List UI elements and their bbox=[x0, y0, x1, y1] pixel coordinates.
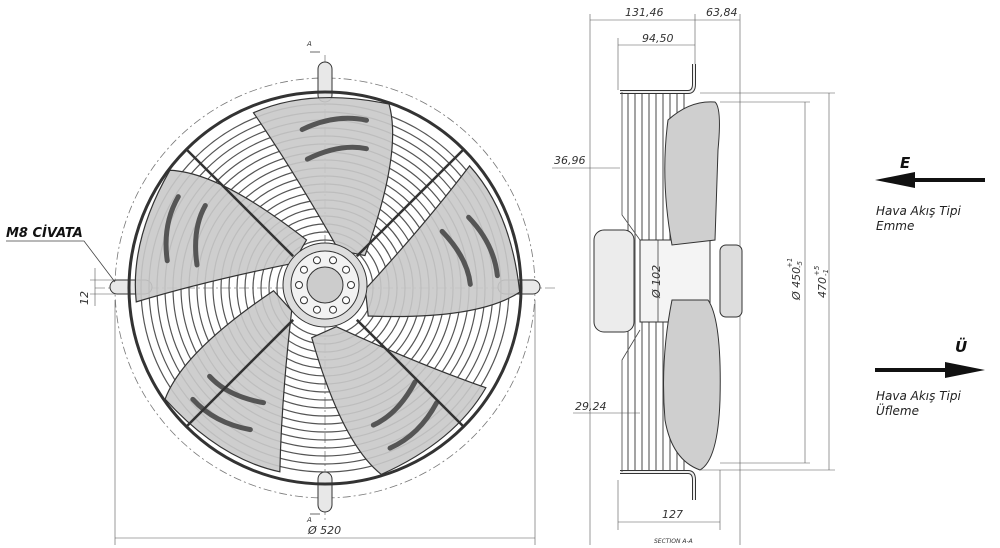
left-arrow-icon bbox=[875, 172, 985, 188]
hub-hole bbox=[299, 296, 308, 305]
suction-label-line2: Emme bbox=[876, 219, 914, 233]
fan-blade bbox=[311, 326, 487, 476]
hub-hole bbox=[342, 296, 351, 305]
hub-hole bbox=[312, 305, 321, 314]
section-marker-bottom: A bbox=[306, 516, 312, 524]
fan-blade bbox=[134, 169, 308, 303]
fan-blade bbox=[252, 96, 394, 257]
dim-blade-diameter: Ø 450 bbox=[790, 267, 803, 301]
dim-blade-tol-minus: -5 bbox=[796, 260, 804, 268]
hub-hole bbox=[312, 256, 321, 265]
dim-mount-tol-minus: -1 bbox=[822, 269, 830, 276]
motor-rear-fins bbox=[719, 244, 743, 318]
section-caption: SECTION A-A bbox=[654, 538, 693, 545]
airflow-blowing: Ü Hava Akış Tipi Üfleme bbox=[875, 337, 985, 418]
dim-blade-tol-plus: +1 bbox=[786, 258, 794, 268]
dim-front-offset: 63,84 bbox=[706, 6, 738, 19]
fan-blades bbox=[134, 96, 521, 476]
hub-hole bbox=[347, 281, 355, 289]
dim-mount-diameter: 470 bbox=[816, 277, 829, 298]
side-blade-top bbox=[664, 101, 720, 246]
bolt-label: M8 CİVATA bbox=[6, 225, 83, 241]
dim-36: 36,96 bbox=[554, 154, 586, 167]
bottom-mount-leg bbox=[317, 471, 333, 513]
dim-depth-bottom: 127 bbox=[662, 508, 683, 521]
dim-mount-tol-plus: +5 bbox=[813, 265, 821, 276]
guard-spoke bbox=[185, 148, 295, 258]
motor: Ø 102 bbox=[593, 229, 743, 333]
airflow-suction: E Hava Akış Tipi Emme bbox=[875, 154, 985, 233]
outer-diameter-text: Ø 520 bbox=[307, 524, 341, 537]
side-blades bbox=[663, 101, 721, 471]
suction-label-line1: Hava Akış Tipi bbox=[876, 204, 961, 218]
dim-overall-depth: 131,46 bbox=[625, 6, 664, 19]
dim-guard-depth: 94,50 bbox=[642, 32, 674, 45]
side-view: 131,46 63,84 94,50 Ø 102 36,96 29,24 bbox=[552, 6, 835, 545]
hub-hole bbox=[342, 265, 351, 274]
motor-body bbox=[593, 229, 635, 333]
hub-hole bbox=[299, 265, 308, 274]
right-arrow-icon bbox=[875, 362, 985, 378]
bolt-offset-dimension bbox=[90, 268, 115, 306]
dim-29: 29,24 bbox=[575, 400, 607, 413]
section-marker-top: A bbox=[306, 40, 312, 48]
bottom-depth-dimension bbox=[617, 470, 721, 530]
front-view: A A M8 CİVATA 12 Ø 520 bbox=[6, 40, 555, 545]
suction-letter: E bbox=[900, 154, 911, 172]
hub-hole bbox=[295, 281, 303, 289]
blowing-label-line1: Hava Akış Tipi bbox=[876, 389, 961, 403]
guard-spoke bbox=[185, 318, 295, 428]
dim-hub: Ø 102 bbox=[650, 265, 663, 299]
fan-blade bbox=[164, 289, 293, 473]
side-blade-bottom bbox=[663, 299, 721, 471]
guard-depth-dimension bbox=[617, 38, 695, 90]
guard-outer-ring bbox=[127, 90, 523, 486]
blowing-letter: Ü bbox=[955, 337, 967, 356]
guard-spoke bbox=[355, 148, 465, 258]
vertical-dimensions bbox=[700, 92, 835, 471]
fan-blade bbox=[364, 164, 521, 318]
hub-hole bbox=[329, 256, 338, 265]
bolt-offset-text: 12 bbox=[78, 291, 91, 305]
top-mount-leg bbox=[317, 61, 333, 103]
bolt-leader-line bbox=[6, 240, 116, 283]
blowing-label-line2: Üfleme bbox=[876, 402, 919, 418]
guard-spokes bbox=[185, 148, 465, 428]
guard-spoke bbox=[355, 318, 465, 428]
outer-diameter-dimension bbox=[114, 300, 536, 545]
motor-hub bbox=[282, 242, 368, 328]
hub-hole bbox=[329, 305, 338, 314]
